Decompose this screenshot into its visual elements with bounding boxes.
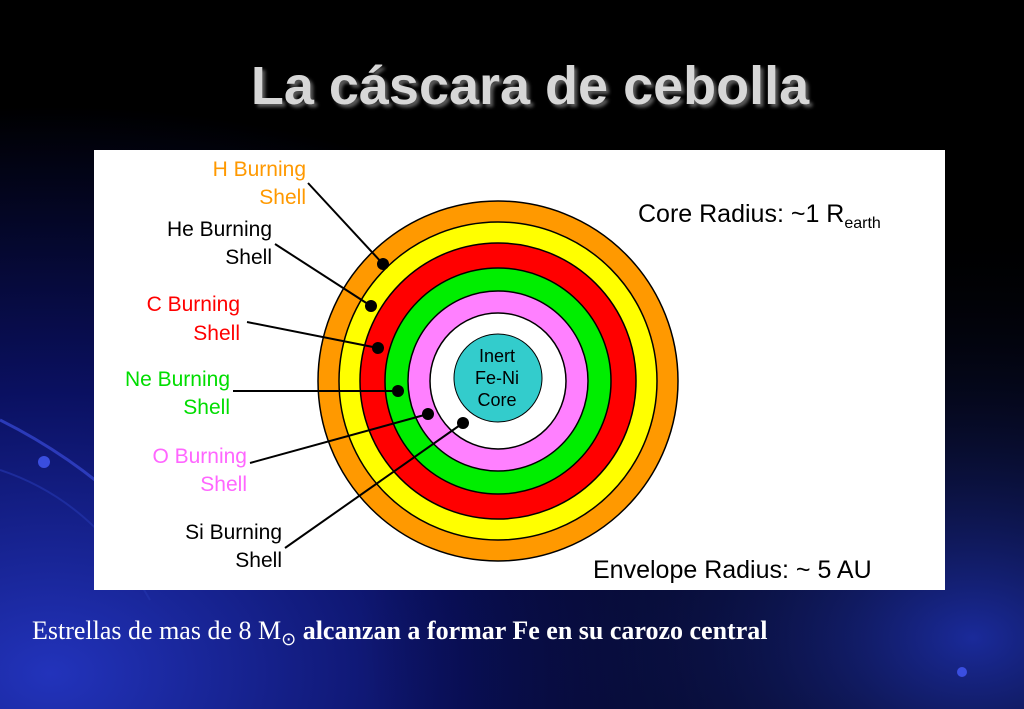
h-shell-leader	[307, 182, 384, 265]
he-shell-label-line1: He Burning	[167, 218, 272, 241]
c-shell-label-line2: Shell	[193, 322, 240, 345]
solar-mass-symbol: ⊙	[281, 629, 297, 650]
onion-shell-diagram: Inert Fe-Ni Core H Burning Shell He Burn…	[94, 150, 945, 590]
c-shell-label-line1: C Burning	[147, 293, 240, 316]
c-shell-marker	[372, 342, 384, 354]
si-shell-marker	[457, 417, 469, 429]
caption-suffix: alcanzan a formar Fe en su carozo centra…	[296, 616, 768, 645]
shell-divider	[407, 290, 589, 472]
he-shell-leader	[274, 243, 372, 307]
shell-divider	[338, 221, 658, 541]
envelope-radius-label: Envelope Radius: ~ 5 AU	[593, 556, 872, 584]
core-label-line2: Fe-Ni	[475, 368, 519, 388]
core-radius-text: Core Radius: ~1 R	[638, 200, 844, 228]
shell-divider	[429, 312, 567, 450]
decorative-dot	[957, 667, 967, 677]
h-shell-label-line1: H Burning	[213, 158, 306, 181]
he-shell-marker	[365, 300, 377, 312]
slide-title: La cáscara de cebolla	[250, 56, 810, 116]
o-shell-label-line1: O Burning	[152, 445, 247, 468]
caption-prefix: Estrellas de mas de 8 M	[32, 616, 282, 645]
he-shell-label-line2: Shell	[225, 246, 272, 269]
core-label-line1: Inert	[479, 346, 515, 366]
core-radius-subscript: earth	[844, 215, 880, 232]
si-shell-label-line1: Si Burning	[185, 521, 282, 544]
o-shell-marker	[422, 408, 434, 420]
ne-shell-marker	[392, 385, 404, 397]
h-shell-label-line2: Shell	[259, 186, 306, 209]
o-shell-label-line2: Shell	[200, 473, 247, 496]
shell-divider	[359, 242, 637, 520]
core-border	[453, 333, 543, 423]
ne-shell-label-line1: Ne Burning	[125, 368, 230, 391]
diagram-canvas: Inert Fe-Ni Core H Burning Shell He Burn…	[125, 158, 881, 584]
ne-shell-label-line2: Shell	[183, 396, 230, 419]
core-radius-label: Core Radius: ~1 Rearth	[638, 200, 881, 232]
si-shell-leader	[284, 422, 464, 549]
o-shell-leader	[249, 413, 429, 464]
shell-divider	[384, 267, 612, 495]
shell-divider	[317, 200, 679, 562]
h-shell-marker	[377, 258, 389, 270]
inert-core	[454, 334, 542, 422]
si-shell-label-line2: Shell	[235, 549, 282, 572]
core-label-line3: Core	[477, 390, 516, 410]
decorative-dot	[38, 456, 50, 468]
c-shell-leader	[246, 321, 379, 349]
slide-caption: Estrellas de mas de 8 M⊙ alcanzan a form…	[32, 616, 1012, 650]
